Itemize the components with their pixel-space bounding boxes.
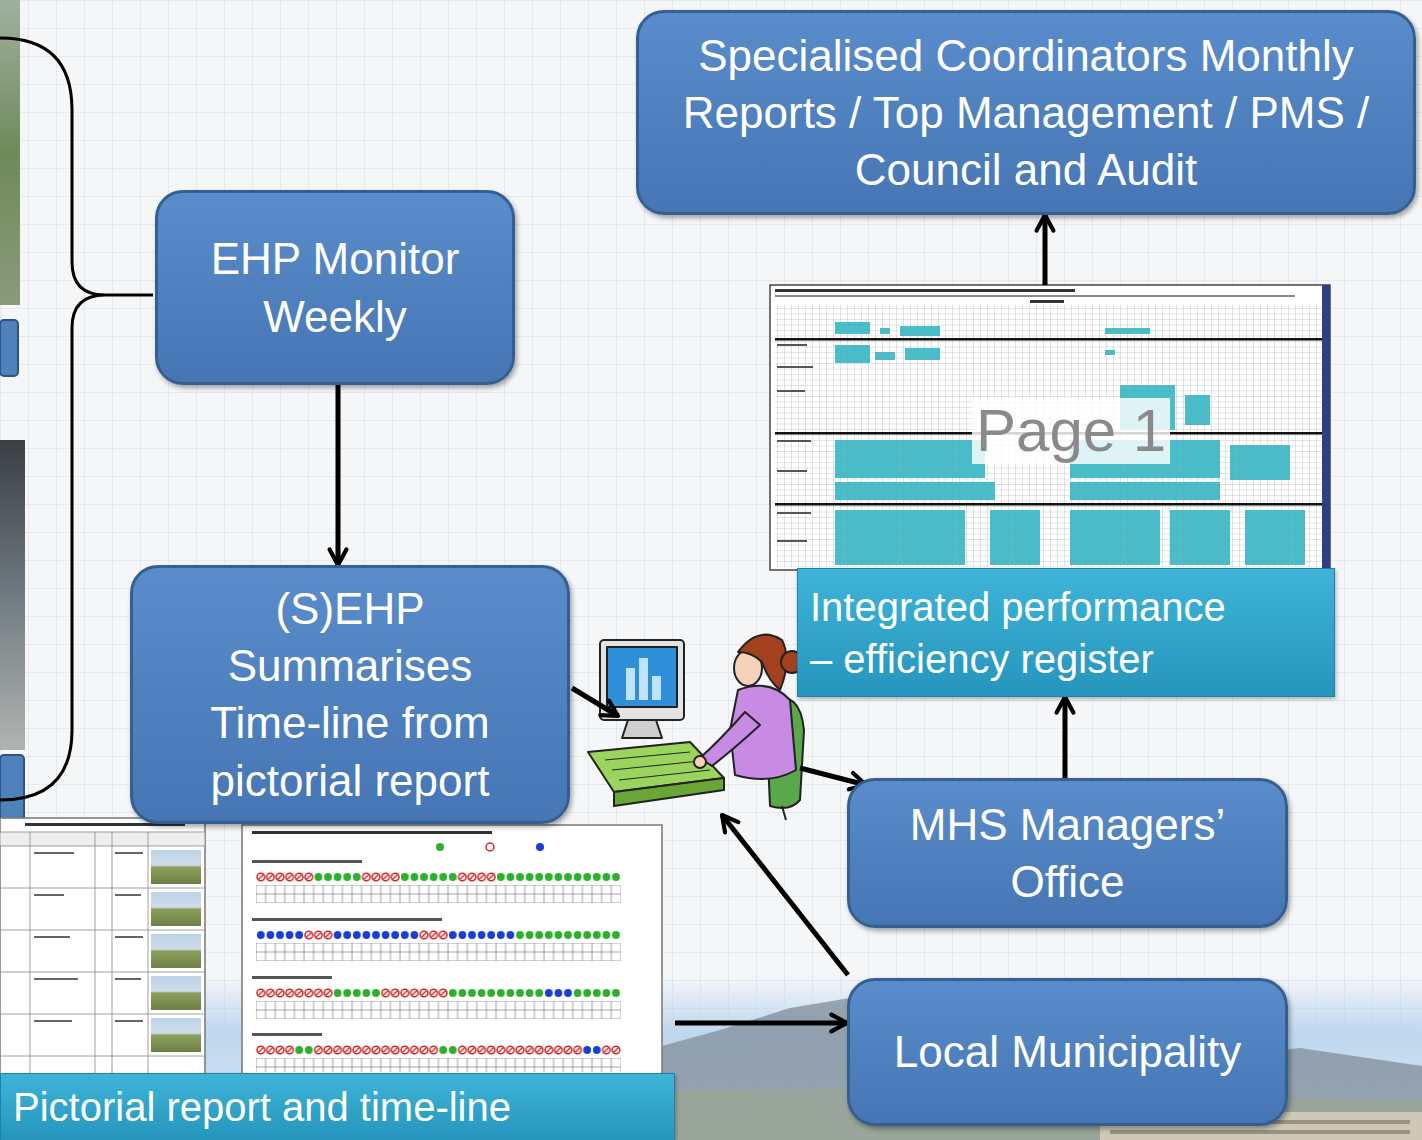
flow-arrow (1043, 215, 1048, 285)
captioned-figure: Pictorial report and time-line (0, 818, 675, 1140)
computer-user-icon (588, 635, 804, 820)
timeline-thumbnail (242, 825, 662, 1075)
process-box: Specialised Coordinators Monthly Reports… (636, 10, 1416, 215)
flow-arrow (336, 385, 341, 565)
captioned-figure: Integrated performance – efficiency regi… (770, 285, 1335, 697)
register-thumbnail (770, 285, 1330, 570)
box-label: MHS Managers’ Office (878, 796, 1258, 910)
table-thumbnail (0, 818, 205, 1075)
caption-band: Pictorial report and time-line (0, 1073, 675, 1140)
process-box: (S)EHP Summarises Time-line from pictori… (130, 565, 570, 824)
landscape-photo (0, 975, 1422, 1140)
watermark-label: Page 1 (972, 398, 1170, 464)
box-label: Specialised Coordinators Monthly Reports… (676, 27, 1376, 199)
flow-arrow (675, 1021, 847, 1026)
box-label: Local Municipality (878, 1023, 1258, 1080)
caption-label: Pictorial report and time-line (13, 1081, 653, 1133)
caption-label: Integrated performance – efficiency regi… (810, 581, 1242, 685)
caption-band: Integrated performance – efficiency regi… (797, 568, 1335, 697)
process-box: EHP Monitor Weekly (155, 190, 515, 385)
process-box: MHS Managers’ Office (847, 778, 1288, 928)
box-label: (S)EHP Summarises Time-line from pictori… (175, 580, 525, 809)
side-photos (0, 0, 25, 825)
box-label: EHP Monitor Weekly (175, 230, 495, 344)
data-entry-arrows (572, 688, 866, 975)
flow-arrow (1063, 697, 1068, 778)
process-box: Local Municipality (847, 978, 1288, 1126)
